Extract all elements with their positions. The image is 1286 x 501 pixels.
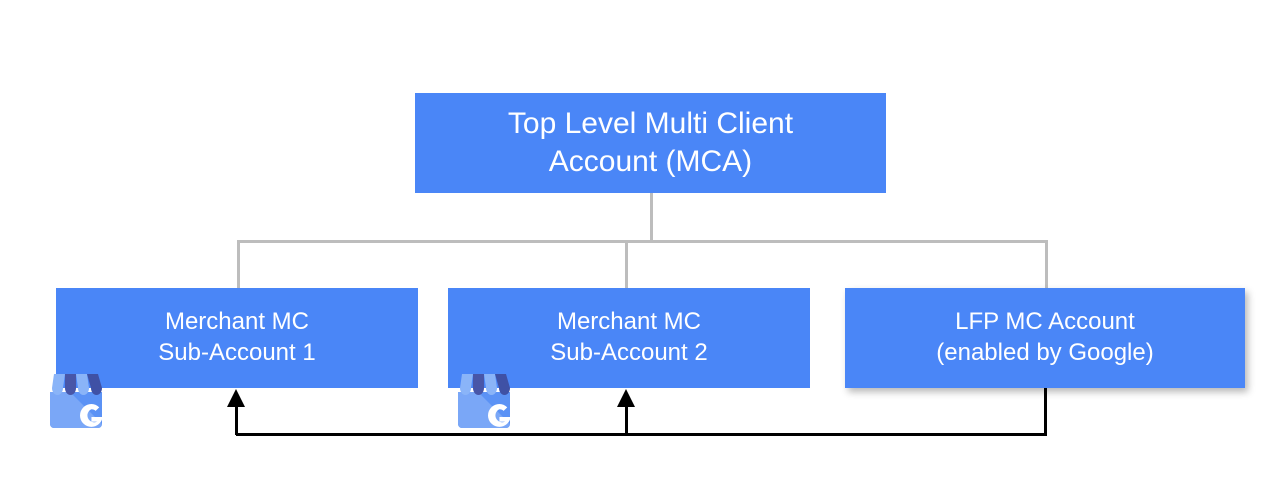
arrowhead-to-sub2: [617, 389, 635, 407]
node-mca-line1: Top Level Multi Client: [507, 106, 794, 140]
node-merchant-sub-account-2[interactable]: Merchant MC Sub-Account 2: [448, 288, 810, 388]
flow-line-to-sub1: [235, 405, 238, 435]
flow-line-to-sub2: [625, 405, 628, 435]
flow-line-lfp-down: [1044, 388, 1047, 436]
connector-horizontal-bar: [237, 240, 1048, 243]
node-merchant-sub-account-1[interactable]: Merchant MC Sub-Account 1: [56, 288, 418, 388]
flow-line-horizontal: [236, 433, 1047, 436]
node-top-level-mca[interactable]: Top Level Multi Client Account (MCA): [415, 93, 886, 193]
connector-drop-sub1: [237, 240, 240, 290]
node-lfp-mc-account[interactable]: LFP MC Account (enabled by Google): [845, 288, 1245, 388]
arrowhead-to-sub1: [227, 389, 245, 407]
connector-mca-trunk: [650, 193, 653, 242]
node-lfp-line1: LFP MC Account: [955, 308, 1135, 336]
node-sub2-line1: Merchant MC: [556, 308, 702, 336]
node-sub1-line2: Sub-Account 1: [158, 339, 316, 366]
connector-drop-lfp: [1045, 240, 1048, 290]
node-lfp-line2: (enabled by Google): [936, 339, 1154, 366]
google-my-business-icon: [458, 374, 511, 428]
node-sub1-line1: Merchant MC: [164, 308, 310, 336]
node-mca-line2: Account (MCA): [548, 145, 753, 178]
google-my-business-icon: [50, 374, 103, 428]
connector-drop-sub2: [625, 240, 628, 290]
node-sub2-line2: Sub-Account 2: [550, 339, 708, 366]
